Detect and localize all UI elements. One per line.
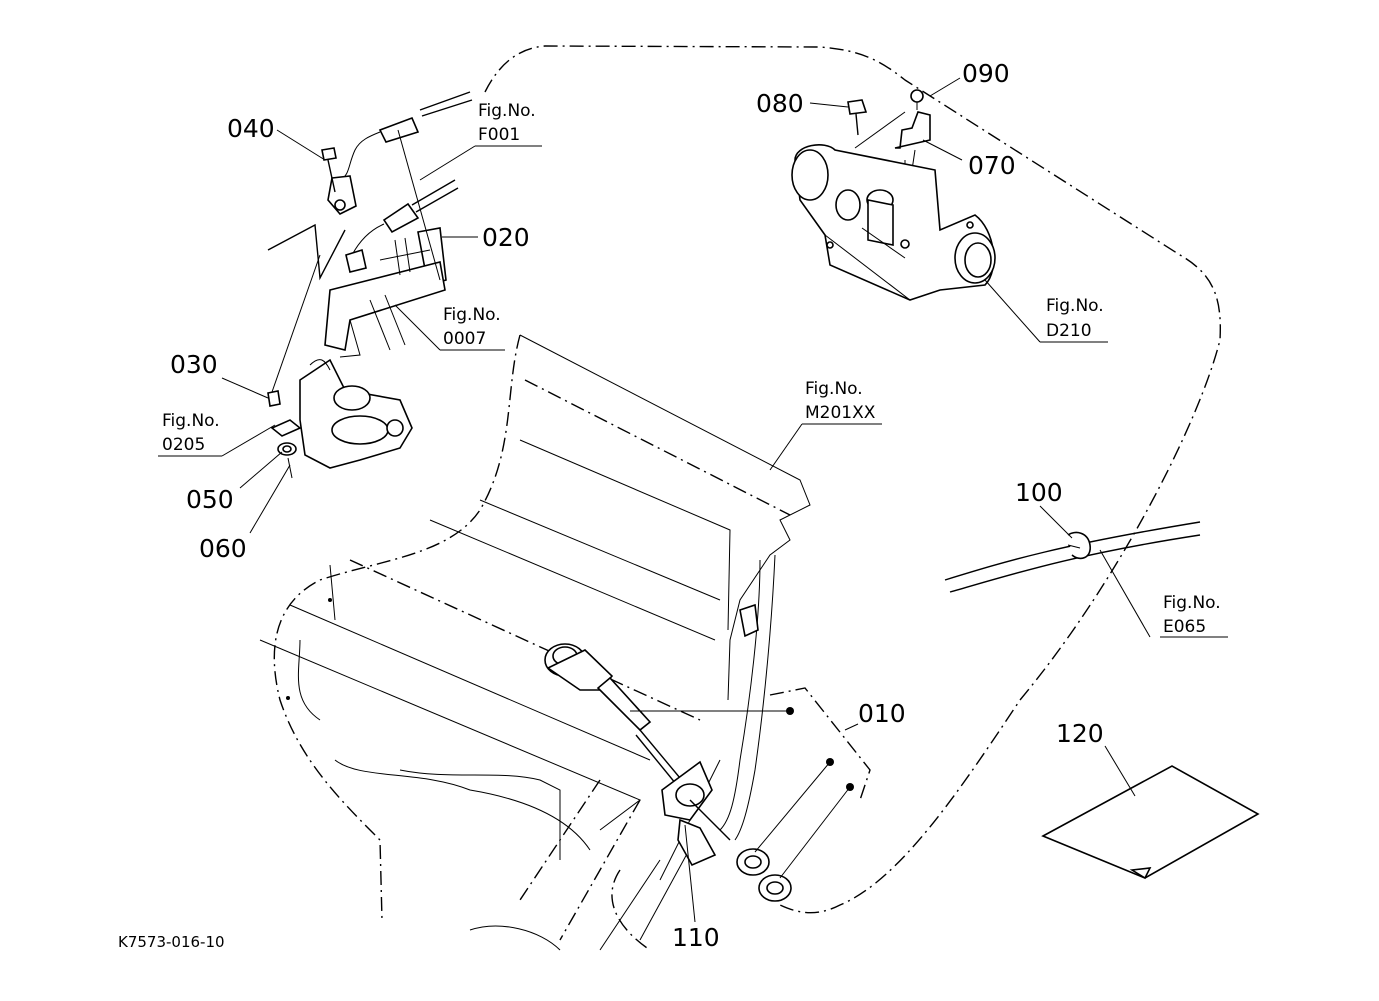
figref-m201xx-code: M201XX bbox=[805, 403, 876, 423]
figref-d210-code: D210 bbox=[1046, 321, 1092, 341]
figref-0007-label: Fig.No. bbox=[443, 305, 501, 325]
leader-lines bbox=[158, 77, 1228, 923]
figref-f001-code: F001 bbox=[478, 125, 520, 145]
figref-d210-label: Fig.No. bbox=[1046, 296, 1104, 316]
fitting-assembly bbox=[791, 89, 996, 301]
decal-120 bbox=[1041, 765, 1260, 880]
part-label-030: 030 bbox=[170, 350, 218, 379]
part-label-120: 120 bbox=[1056, 719, 1104, 748]
part-label-100: 100 bbox=[1015, 478, 1063, 507]
figref-e065-label: Fig.No. bbox=[1163, 593, 1221, 613]
figref-e065-code: E065 bbox=[1163, 617, 1206, 637]
part-label-040: 040 bbox=[227, 114, 275, 143]
part-label-080: 080 bbox=[756, 89, 804, 118]
hose-clip-100 bbox=[944, 521, 1201, 593]
figref-f001-label: Fig.No. bbox=[478, 101, 536, 121]
throttle-cable-group bbox=[267, 91, 473, 479]
part-label-050: 050 bbox=[186, 485, 234, 514]
part-label-090: 090 bbox=[962, 59, 1010, 88]
part-label-060: 060 bbox=[199, 534, 247, 563]
part-label-020: 020 bbox=[482, 223, 530, 252]
figref-0205-code: 0205 bbox=[162, 435, 205, 455]
drawing-code: K7573-016-10 bbox=[118, 933, 225, 951]
figref-m201xx-label: Fig.No. bbox=[805, 379, 863, 399]
part-label-110: 110 bbox=[672, 923, 720, 952]
figref-0205-label: Fig.No. bbox=[162, 411, 220, 431]
part-label-010: 010 bbox=[858, 699, 906, 728]
figref-0007-code: 0007 bbox=[443, 329, 486, 349]
cable-assembly-010 bbox=[544, 643, 731, 867]
nut-washer-110 bbox=[736, 848, 792, 902]
part-label-070: 070 bbox=[968, 151, 1016, 180]
cab-frame bbox=[259, 334, 811, 951]
assembly-boundary bbox=[484, 45, 1222, 914]
bracket-010 bbox=[630, 687, 871, 879]
